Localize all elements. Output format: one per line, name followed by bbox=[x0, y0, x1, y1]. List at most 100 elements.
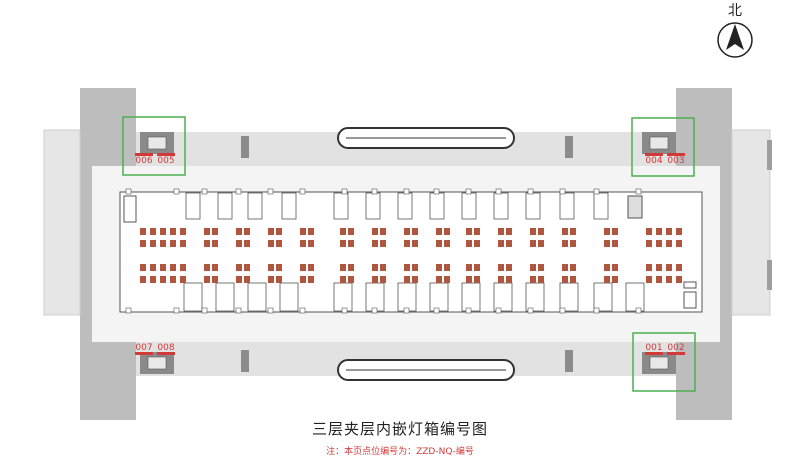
booth-north bbox=[525, 192, 541, 220]
seat bbox=[348, 264, 354, 271]
vent-east-3 bbox=[767, 140, 772, 170]
seat bbox=[604, 228, 610, 235]
seat bbox=[498, 228, 504, 235]
seat bbox=[380, 276, 386, 283]
seat bbox=[372, 276, 378, 283]
marker-bar bbox=[135, 153, 153, 156]
seat bbox=[444, 264, 450, 271]
seat bbox=[646, 240, 652, 247]
seat bbox=[436, 240, 442, 247]
seat bbox=[300, 228, 306, 235]
seat bbox=[380, 240, 386, 247]
booth-south bbox=[365, 282, 385, 312]
column bbox=[635, 188, 642, 195]
booth-north bbox=[559, 192, 575, 220]
column bbox=[125, 188, 132, 195]
wall-east-north bbox=[676, 88, 732, 168]
seat bbox=[656, 264, 662, 271]
booth-north bbox=[429, 192, 445, 220]
seat bbox=[404, 264, 410, 271]
booth-south bbox=[625, 282, 645, 312]
column bbox=[235, 188, 242, 195]
column bbox=[371, 307, 378, 314]
seat bbox=[612, 228, 618, 235]
seat bbox=[612, 276, 618, 283]
seat bbox=[150, 264, 156, 271]
seat bbox=[656, 228, 662, 235]
seat bbox=[412, 240, 418, 247]
seat bbox=[308, 264, 314, 271]
numbering-note: 注：本页点位编号为：ZZD-NQ-编号 bbox=[326, 447, 474, 457]
marker-bar bbox=[645, 352, 663, 355]
marker-label: 005 bbox=[157, 156, 174, 166]
seat bbox=[474, 276, 480, 283]
booth-south bbox=[493, 282, 513, 312]
lightbox-panel bbox=[649, 356, 669, 370]
seat bbox=[498, 240, 504, 247]
column bbox=[201, 188, 208, 195]
marker-label: 002 bbox=[667, 343, 684, 353]
booth-south bbox=[559, 282, 579, 312]
booth-south bbox=[183, 282, 203, 312]
seat bbox=[140, 276, 146, 283]
seat bbox=[656, 276, 662, 283]
marker-label: 001 bbox=[645, 343, 662, 353]
column bbox=[465, 307, 472, 314]
stair-sw bbox=[241, 350, 249, 372]
seat bbox=[236, 276, 242, 283]
seat bbox=[570, 264, 576, 271]
seat bbox=[204, 276, 210, 283]
seat bbox=[538, 240, 544, 247]
seat bbox=[212, 240, 218, 247]
page-title: 三层夹层内嵌灯箱编号图 bbox=[311, 420, 488, 438]
seat bbox=[308, 228, 314, 235]
seat bbox=[646, 228, 652, 235]
seat bbox=[150, 228, 156, 235]
seat bbox=[436, 264, 442, 271]
booth-south bbox=[397, 282, 417, 312]
seat bbox=[204, 240, 210, 247]
marker-bar bbox=[645, 153, 663, 156]
seat bbox=[474, 264, 480, 271]
seat bbox=[180, 228, 186, 235]
seat bbox=[244, 276, 250, 283]
booth-north bbox=[397, 192, 413, 220]
seat bbox=[604, 240, 610, 247]
seat bbox=[340, 240, 346, 247]
seat bbox=[180, 240, 186, 247]
seat bbox=[412, 264, 418, 271]
marker-label: 008 bbox=[157, 343, 174, 353]
seat bbox=[236, 264, 242, 271]
booth-south bbox=[215, 282, 235, 312]
seat bbox=[150, 276, 156, 283]
seat bbox=[348, 240, 354, 247]
seat bbox=[404, 276, 410, 283]
vent-east-4 bbox=[767, 260, 772, 290]
marker-bar bbox=[157, 352, 175, 355]
seat bbox=[676, 276, 682, 283]
wall-west-north bbox=[80, 88, 136, 168]
marker-bar bbox=[667, 352, 685, 355]
seat bbox=[276, 228, 282, 235]
seat bbox=[436, 228, 442, 235]
column bbox=[173, 307, 180, 314]
platform bbox=[119, 188, 703, 314]
booth-north bbox=[593, 192, 609, 220]
seat bbox=[340, 264, 346, 271]
marker-label: 007 bbox=[135, 343, 152, 353]
seat bbox=[244, 264, 250, 271]
seat bbox=[268, 276, 274, 283]
marker-bar bbox=[157, 153, 175, 156]
lightbox-panel bbox=[147, 356, 167, 370]
seat bbox=[444, 276, 450, 283]
seat bbox=[676, 240, 682, 247]
seat bbox=[676, 228, 682, 235]
seat bbox=[160, 276, 166, 283]
column bbox=[341, 307, 348, 314]
seat bbox=[474, 240, 480, 247]
seat bbox=[276, 264, 282, 271]
seat bbox=[276, 240, 282, 247]
wall-east-mid bbox=[718, 160, 732, 340]
